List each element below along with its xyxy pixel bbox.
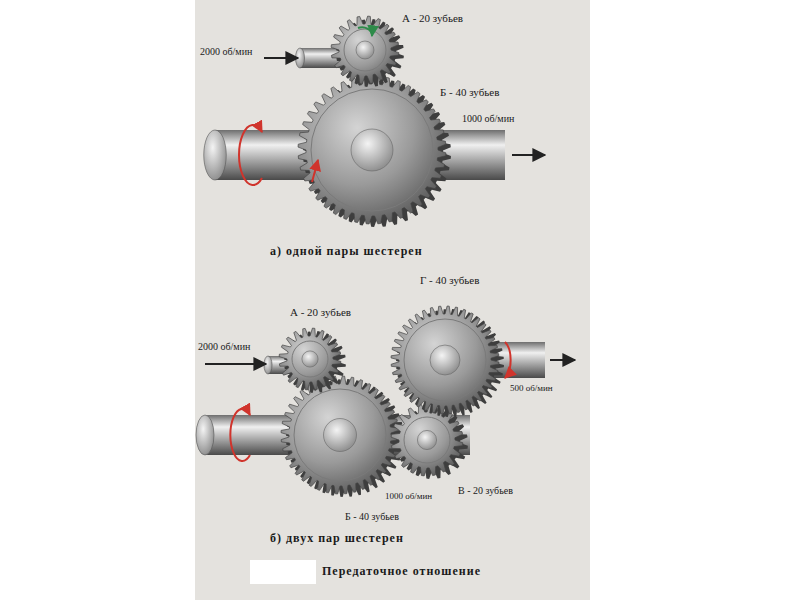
part-label: 500 об/мин [510,384,553,394]
paper [195,0,590,600]
leader-line [205,363,266,365]
figure-subcaption: а) одной пары шестерен [270,245,423,258]
gear-face [281,376,399,494]
shaft-end [196,415,214,455]
gear-face [391,306,499,414]
part-label: В - 20 зубьев [458,485,513,496]
direction-arrow [512,154,545,156]
gear-rim [311,89,433,211]
gear-face [331,16,399,84]
gear-rim [292,341,328,377]
gear-hub [351,129,393,171]
gear-rim [344,29,386,71]
part-label: 1000 об/мин [462,113,514,124]
rotation-arrow [505,342,511,378]
blank-patch [250,560,316,584]
part-label: А - 20 зубьев [402,12,463,24]
rotation-arrow [358,27,372,36]
gear-face [298,76,446,224]
part-label: 1000 об/мин [385,492,432,502]
gear-hub [430,345,460,375]
part-label: Б - 40 зубьев [345,511,399,522]
rotation-arrow [230,409,250,461]
gear-hub [302,351,318,367]
gear-face [391,404,463,476]
gear [279,328,346,393]
gear [391,306,504,417]
part-label: 2000 об/мин [200,46,252,57]
part-label: Г - 40 зубьев [420,274,479,286]
gear [331,16,404,87]
gear-rim [404,417,450,463]
gear [298,76,451,227]
gear-hub [356,41,374,59]
gear [281,376,404,497]
gear-face [279,328,341,390]
gear-rim [294,389,386,481]
caption: Передаточное отношение [322,565,481,578]
figure-subcaption: б) двух пар шестерен [270,532,404,545]
part-label: 2000 об/мин [198,341,250,352]
gear-hub [324,419,357,452]
gear-rim [404,319,486,401]
direction-arrow [264,57,298,59]
rotation-arrow [312,160,318,182]
shaft-end [204,130,227,180]
direction-arrow [550,359,575,361]
part-label: Б - 40 зубьев [440,86,499,98]
gear-hub [417,430,436,449]
rotation-arrow [239,125,262,185]
part-label: А - 20 зубьев [290,306,351,318]
